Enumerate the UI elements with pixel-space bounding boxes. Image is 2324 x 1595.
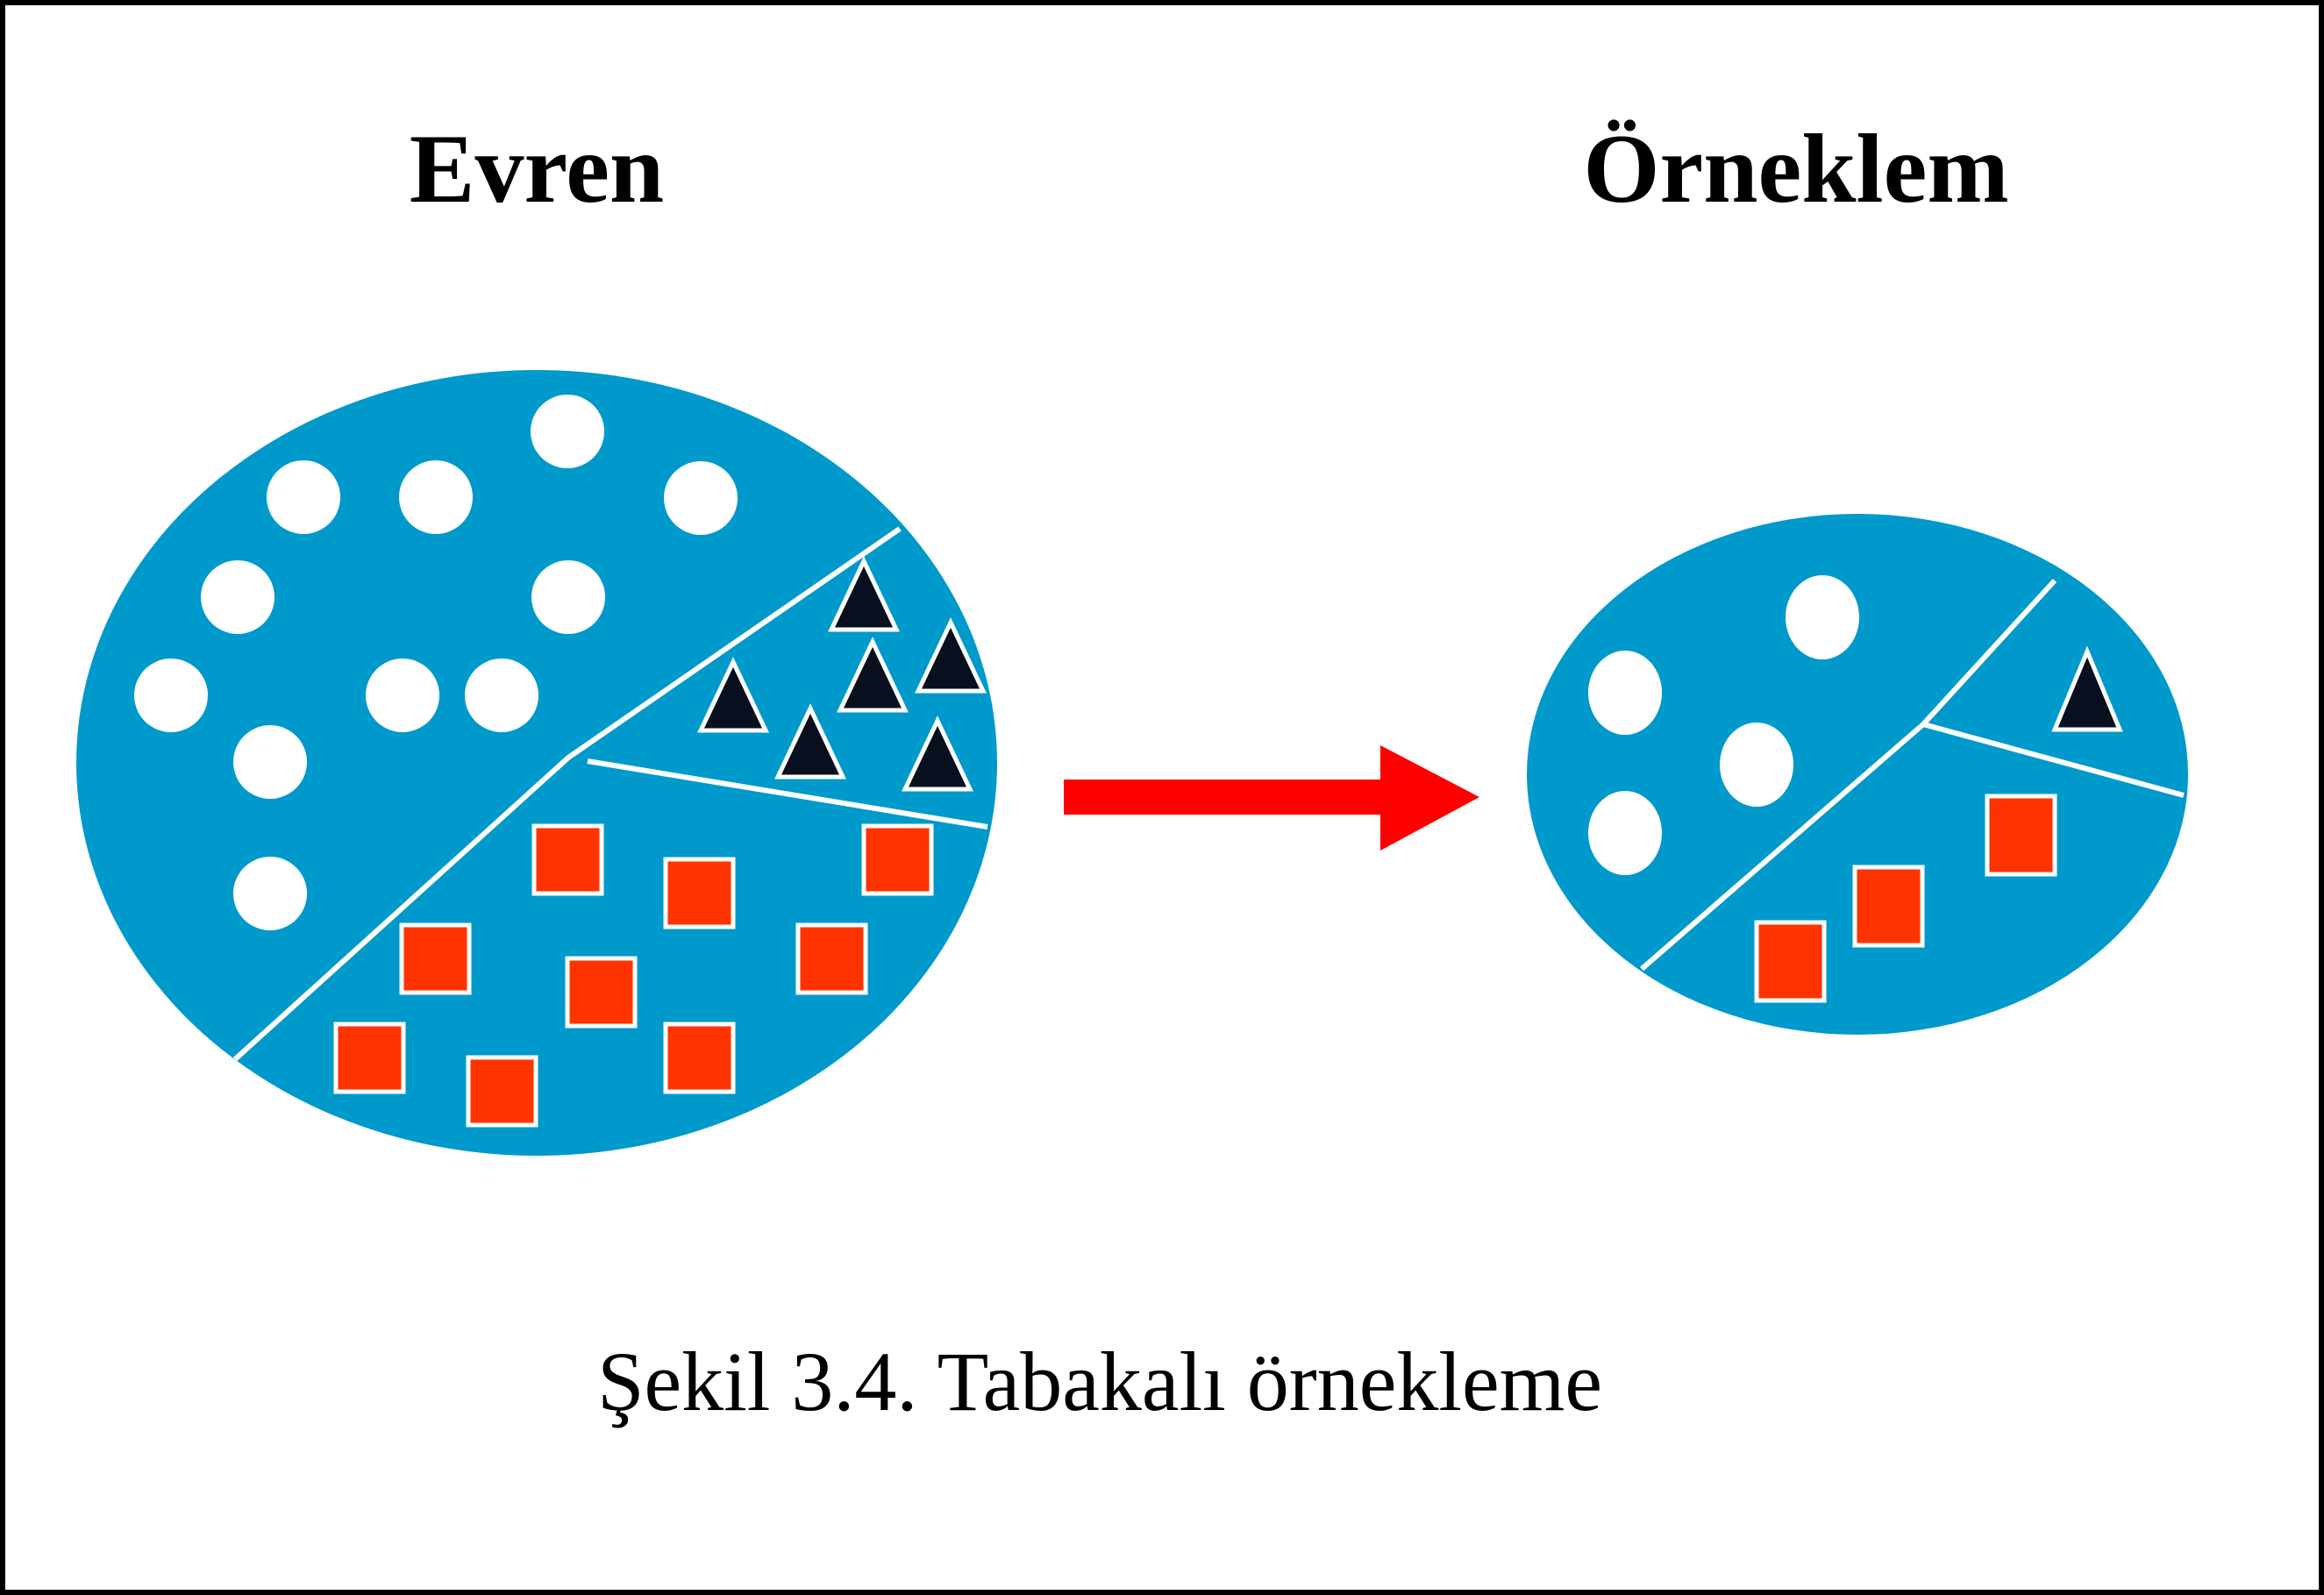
sample-squares	[1754, 794, 2057, 1003]
population-circle	[201, 560, 274, 634]
population-circles	[134, 395, 738, 930]
sample-circle	[1786, 575, 1859, 659]
sample-ellipse	[1527, 514, 2188, 1035]
population-circle	[267, 460, 340, 534]
sample-ellipse-group	[1527, 514, 2188, 1035]
population-circle	[366, 659, 439, 732]
sample-circle	[1720, 723, 1793, 807]
arrow-shaft-icon	[1064, 780, 1382, 815]
population-circle	[233, 857, 307, 930]
sample-circle	[1588, 791, 1662, 875]
sample-square	[1985, 794, 2057, 877]
sample-square	[1852, 865, 1925, 948]
population-triangle	[915, 617, 987, 694]
population-title: Evren	[410, 115, 664, 224]
population-circle	[233, 725, 307, 799]
population-ellipse-group	[76, 370, 997, 1156]
population-circle	[664, 461, 738, 535]
sample-circle	[1588, 651, 1662, 735]
population-square	[333, 1022, 406, 1094]
population-circle	[531, 560, 605, 634]
sampling-arrow	[1064, 745, 1479, 851]
population-circle	[531, 395, 604, 468]
population-triangle	[837, 637, 909, 713]
sample-circles	[1588, 575, 1859, 875]
population-square	[531, 823, 604, 896]
arrow-head-icon	[1380, 745, 1479, 851]
population-triangles	[697, 556, 987, 792]
population-triangle	[902, 716, 973, 792]
population-circle	[134, 659, 208, 732]
sample-stratum-divider-secondary	[1922, 722, 2185, 798]
population-square	[399, 922, 472, 995]
population-triangle	[828, 556, 900, 632]
population-circle	[399, 460, 473, 534]
population-squares	[333, 823, 934, 1128]
population-square	[795, 922, 868, 995]
population-square	[663, 857, 736, 929]
population-square	[565, 956, 638, 1029]
population-ellipse	[76, 370, 997, 1156]
figure-caption: Şekil 3.4. Tabakalı örnekleme	[597, 1335, 1602, 1428]
population-square	[466, 1055, 538, 1128]
sample-title: Örneklem	[1583, 115, 2008, 224]
population-square	[663, 1022, 736, 1094]
population-circle	[465, 659, 538, 732]
population-triangle	[697, 657, 769, 733]
sample-triangle	[2051, 645, 2123, 732]
population-triangle	[774, 703, 846, 780]
population-stratum-divider-main	[232, 526, 902, 1062]
sample-square	[1754, 920, 1827, 1003]
population-stratum-divider-secondary	[587, 758, 988, 830]
population-square	[861, 823, 934, 896]
